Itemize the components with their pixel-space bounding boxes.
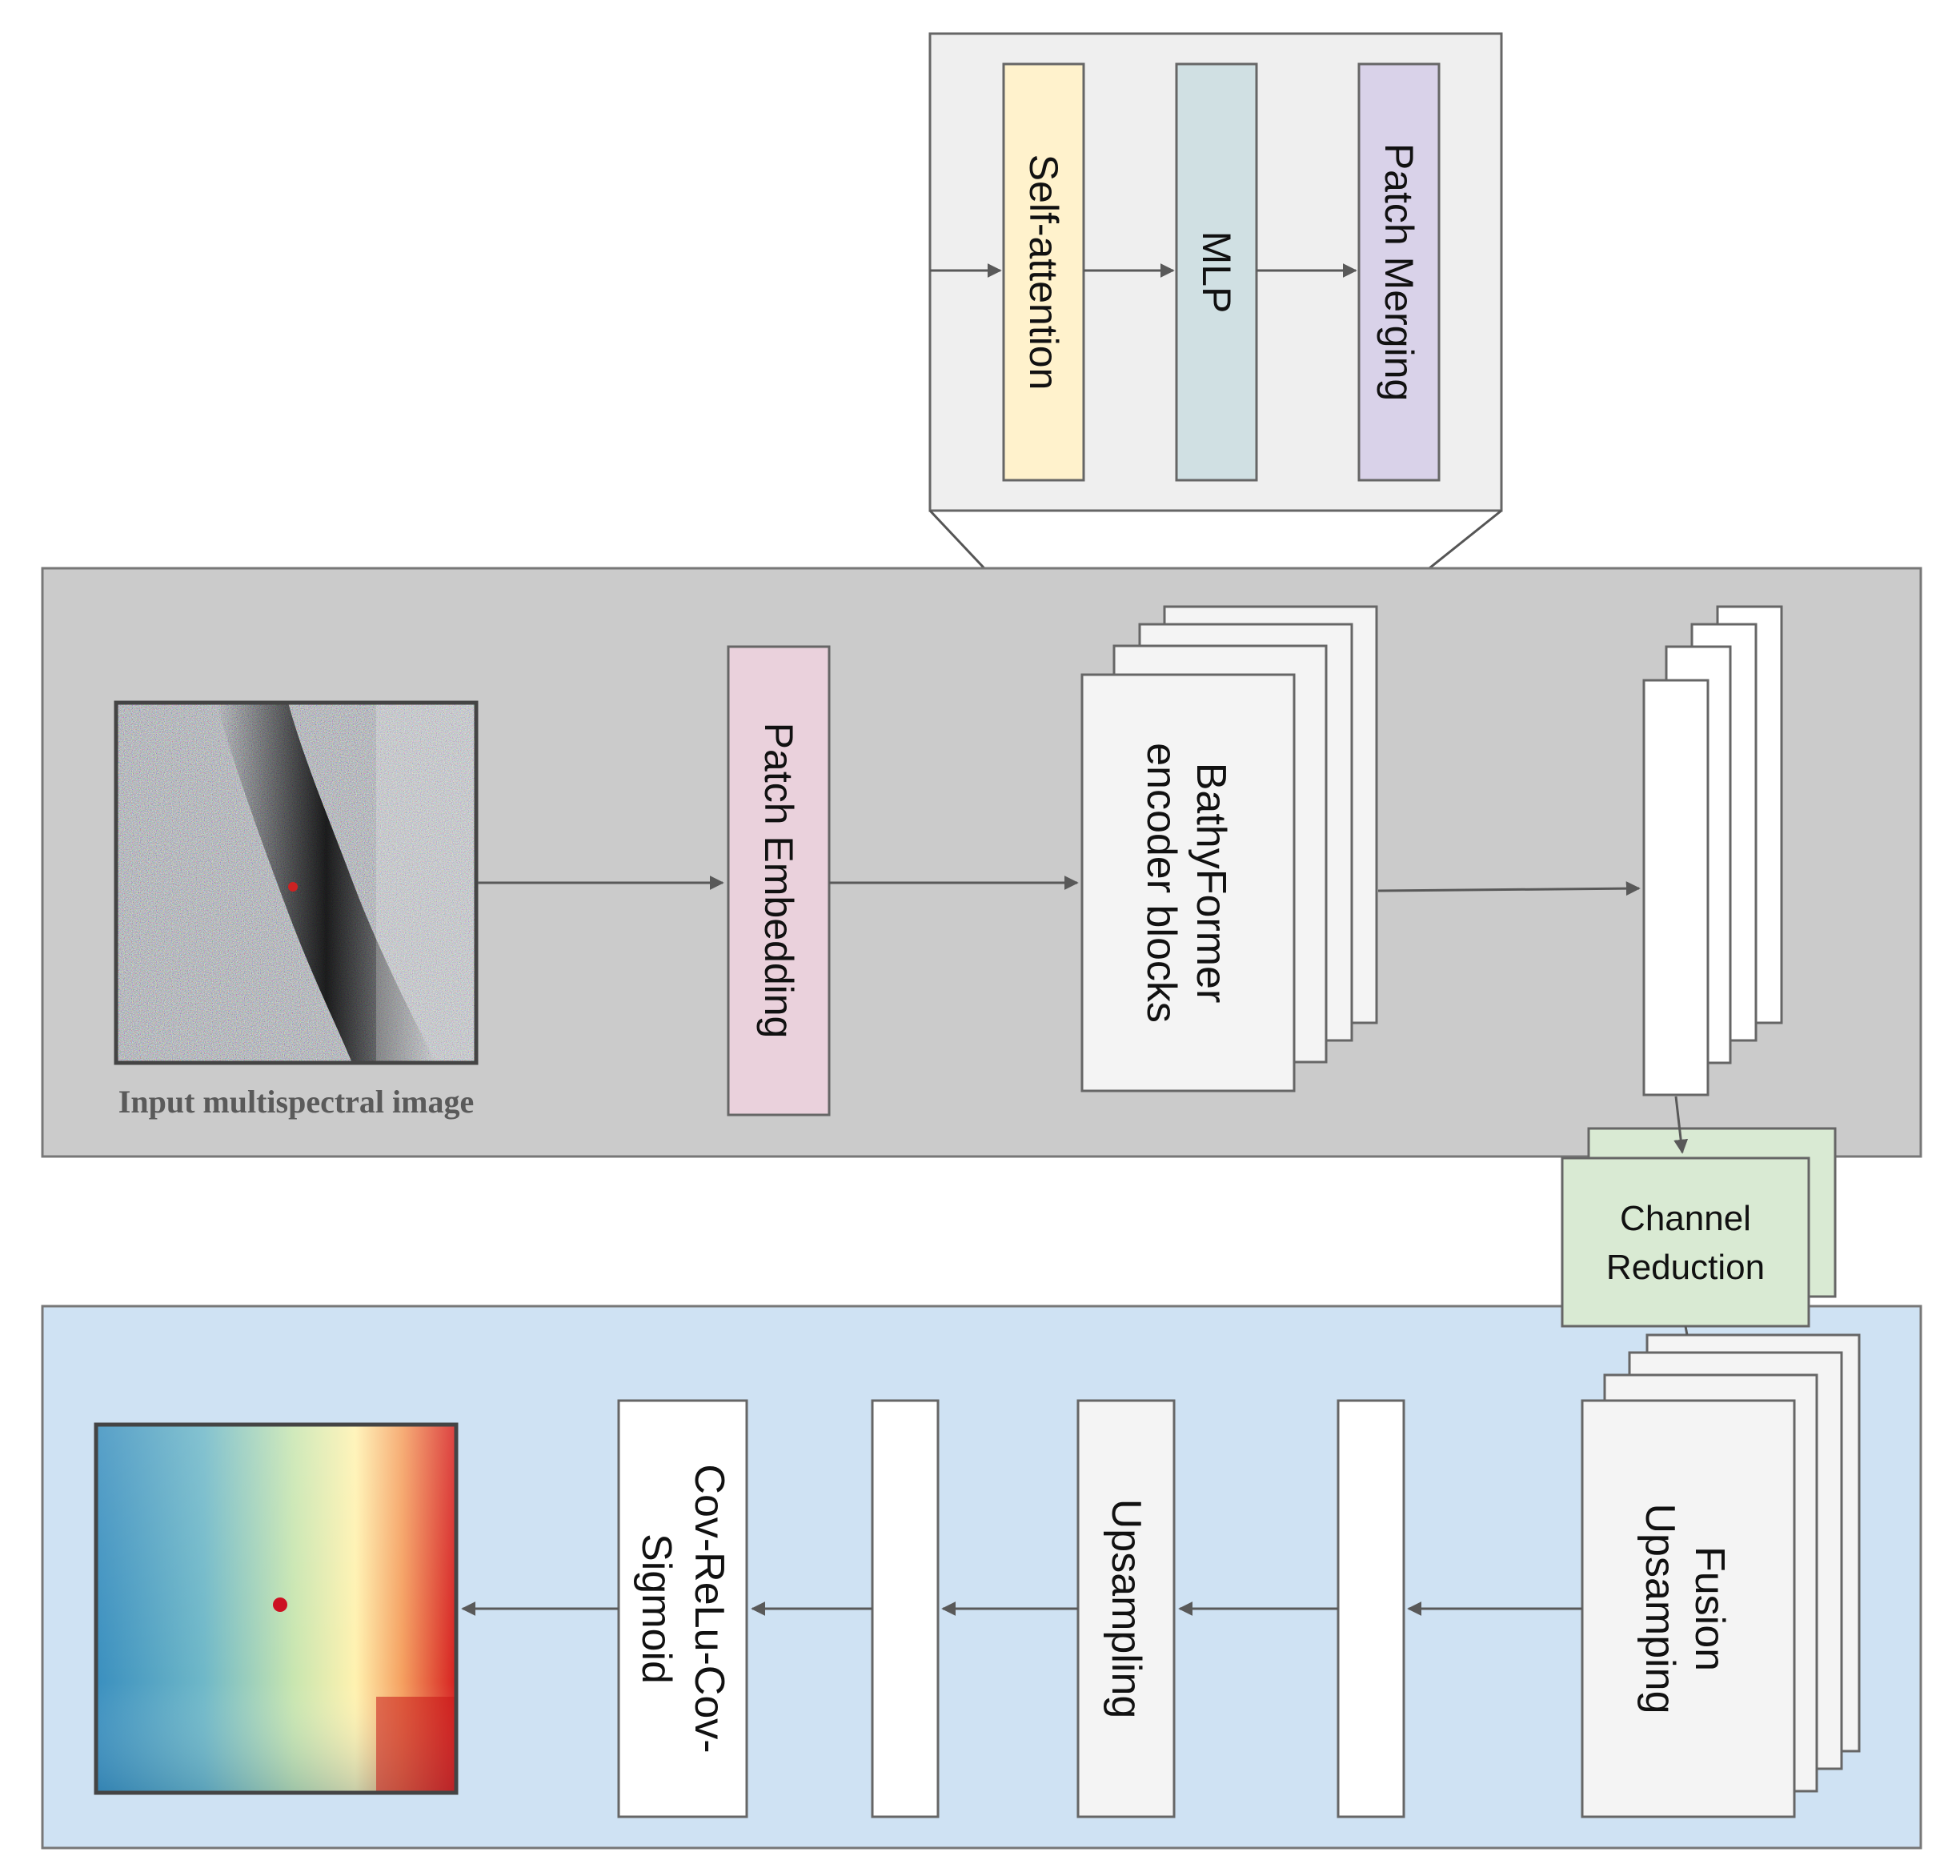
input-multispectral-image xyxy=(114,700,479,1065)
channel-reduction-line1: Channel xyxy=(1620,1199,1751,1238)
channel-reduction-line2: Reduction xyxy=(1606,1248,1765,1287)
patch-merging-block: Patch Merging xyxy=(1357,62,1441,482)
fusion-upsampling-stack: Fusion Upsamping xyxy=(1581,1333,1861,1818)
output-bathymetry-map xyxy=(94,1422,459,1795)
patch-embedding-label: Patch Embedding xyxy=(756,723,801,1039)
feature-maps-stack xyxy=(1642,605,1783,1096)
encoder-blocks-label-line1: BathyFormer xyxy=(1188,763,1234,1004)
line-reduction-to-fusion xyxy=(1684,1325,1689,1336)
head-label-line2: Sigmoid xyxy=(633,1533,679,1684)
encoder-blocks-stack: BathyFormer encoder blocks xyxy=(1080,605,1378,1092)
output-point-marker xyxy=(273,1597,287,1612)
fusion-label-line1: Fusion xyxy=(1686,1546,1733,1671)
arrow-encoder-to-features xyxy=(1377,881,1641,896)
self-attention-label: Self-attention xyxy=(1021,154,1066,391)
decoder-feature-map-2 xyxy=(871,1399,940,1818)
encoder-detail-panel: Self-attention MLP Patch Merging xyxy=(928,32,1503,678)
output-head-block: Cov-ReLu-Cov- Sigmoid xyxy=(617,1399,748,1818)
self-attention-block: Self-attention xyxy=(1002,62,1085,482)
encoder-blocks-label-line2: encoder blocks xyxy=(1138,743,1184,1023)
decoder-feature-map-1 xyxy=(1337,1399,1405,1818)
patch-embedding-block: Patch Embedding xyxy=(727,645,831,1116)
mlp-label: MLP xyxy=(1194,231,1239,314)
upsampling-label: Upsampling xyxy=(1103,1499,1149,1719)
encoder-panel: Input multispectral image Patch Embeddin… xyxy=(41,567,1922,1158)
decoder-panel: Fusion Upsamping Upsampling Cov-ReLu-Cov… xyxy=(41,1305,1922,1850)
channel-reduction-block: Channel Reduction xyxy=(1561,1127,1837,1328)
patch-merging-label: Patch Merging xyxy=(1377,143,1421,401)
arrow-features-to-reduction xyxy=(1673,1096,1689,1154)
upsampling-block: Upsampling xyxy=(1076,1399,1176,1818)
fusion-label-line2: Upsamping xyxy=(1637,1503,1683,1714)
sample-point-marker xyxy=(288,882,298,892)
mlp-block: MLP xyxy=(1175,62,1258,482)
input-caption: Input multispectral image xyxy=(118,1084,474,1120)
head-label-line1: Cov-ReLu-Cov- xyxy=(686,1464,732,1753)
